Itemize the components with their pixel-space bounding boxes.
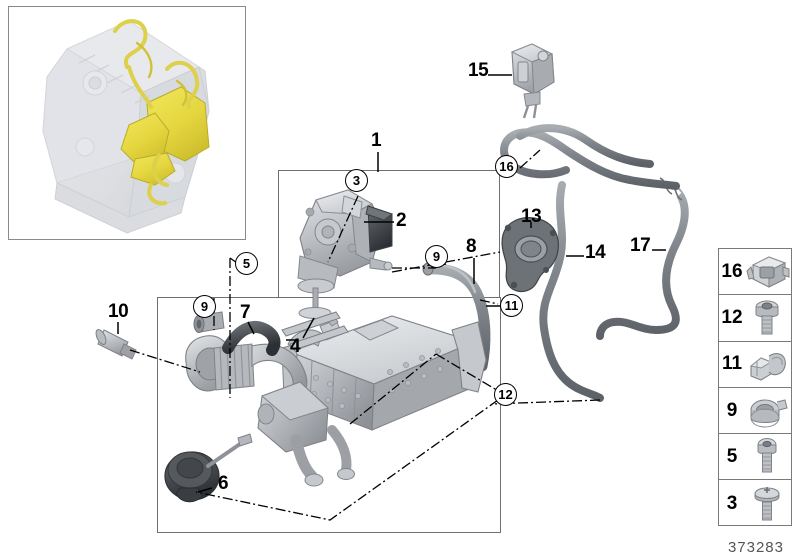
- part-inlet-elbow-pipe: [185, 329, 355, 487]
- callout-1: 1: [371, 130, 382, 151]
- part-vacuum-hose-17: [596, 184, 689, 340]
- legend-label-9: 9: [726, 399, 738, 421]
- engine-overview-inset: [8, 6, 246, 240]
- pan-head-screw-icon: [745, 480, 791, 526]
- legend-item-12: 12: [719, 295, 791, 342]
- callout-circle-11: 11: [500, 294, 523, 317]
- callout-15: 15: [468, 60, 489, 81]
- hose-retaining-clip-icon: [745, 342, 791, 387]
- socket-head-screw-icon: [745, 434, 791, 479]
- callout-circle-9-left: 9: [193, 295, 216, 318]
- legend-item-16: 16: [719, 249, 791, 296]
- callout-13: 13: [521, 206, 542, 227]
- legend-label-3: 3: [726, 492, 738, 514]
- leader-lines: [117, 74, 666, 493]
- callout-circle-16: 16: [495, 155, 518, 178]
- part-vacuum-hose-14: [539, 181, 604, 402]
- part-short-coolant-hose-7: [222, 320, 281, 356]
- diagram-id-label: 373283: [727, 539, 784, 556]
- part-gasket-13: [501, 217, 559, 293]
- part-egr-valve: [297, 189, 394, 319]
- legend-item-3: 3: [719, 480, 791, 526]
- callout-7: 7: [240, 302, 251, 323]
- parts-legend-panel: 16 12: [718, 248, 792, 526]
- callout-4: 4: [290, 336, 301, 357]
- callout-6: 6: [218, 473, 229, 494]
- part-dowel-sleeve-10: [95, 329, 137, 360]
- part-vacuum-actuator-6: [164, 433, 253, 503]
- legend-label-11: 11: [721, 353, 743, 375]
- legend-label-12: 12: [721, 306, 743, 328]
- legend-label-5: 5: [726, 445, 738, 467]
- hose-clamp-bracket-icon: [745, 249, 791, 294]
- flange-bolt-icon: [745, 295, 791, 340]
- callout-circle-12: 12: [494, 383, 517, 406]
- legend-item-11: 11: [719, 342, 791, 388]
- callout-8: 8: [466, 236, 477, 257]
- legend-item-5: 5: [719, 434, 791, 481]
- part-upper-coolant-hose: [423, 263, 491, 372]
- group-frame-egr-cooler: [157, 297, 501, 533]
- callout-17: 17: [630, 235, 651, 256]
- callout-2: 2: [396, 210, 407, 231]
- callout-14: 14: [585, 242, 606, 263]
- callout-circle-9-right: 9: [425, 245, 448, 268]
- callout-10: 10: [108, 301, 129, 322]
- legend-item-9: 9: [719, 388, 791, 435]
- part-hose-loop-16: [500, 124, 680, 190]
- legend-label-16: 16: [721, 260, 743, 282]
- spring-band-clamp-icon: [745, 388, 791, 433]
- callout-circle-5: 5: [235, 252, 258, 275]
- callout-circle-3: 3: [345, 169, 368, 192]
- part-vacuum-solenoid-15: [510, 43, 555, 119]
- engine-overview-art: [42, 19, 210, 234]
